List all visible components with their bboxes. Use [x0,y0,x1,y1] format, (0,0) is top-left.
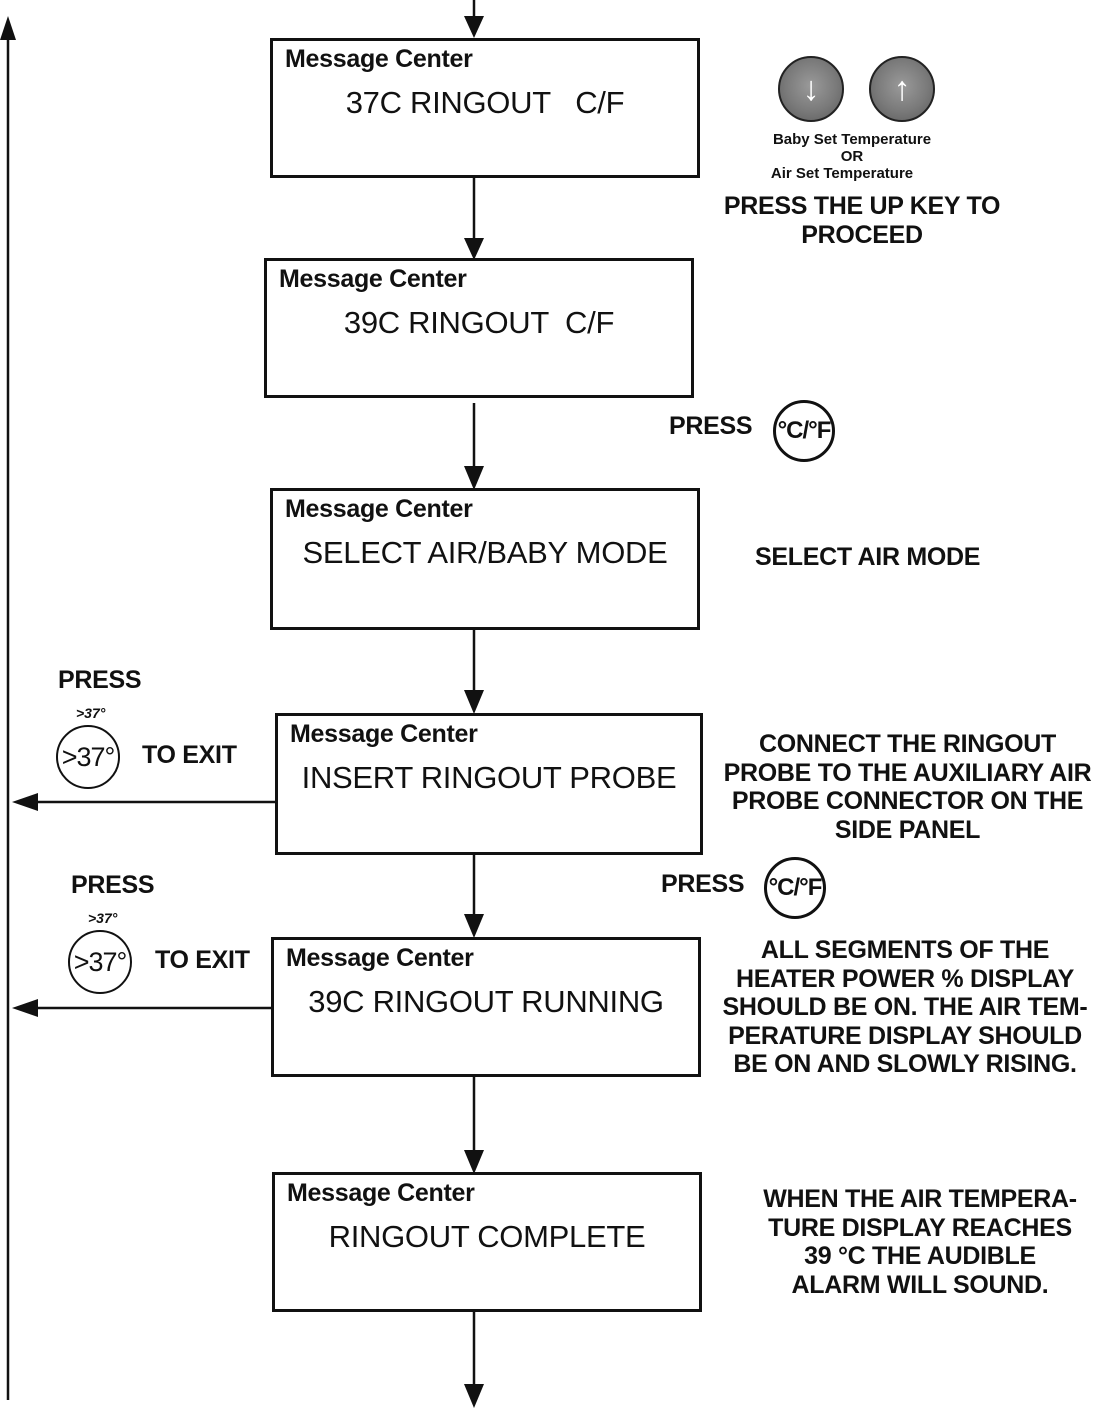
arrowhead-4-5 [464,914,484,938]
note-line: SIDE PANEL [834,815,981,844]
arrowhead-bottom [464,1384,484,1408]
message-center-header: Message Center [279,265,467,293]
note-line: PROBE TO THE AUXILIARY AIR [723,758,1092,787]
arrowhead-1-2 [464,238,484,260]
press-label: PRESS [669,412,753,440]
message-text: 39C RINGOUT C/F [343,305,615,340]
message-center-header: Message Center [287,1179,475,1207]
note-line: PRESS THE UP KEY TO [723,192,1001,220]
to-exit-label: TO EXIT [155,946,250,974]
exit-key-small-label: >37° [88,910,118,926]
to-exit-label: TO EXIT [142,741,237,769]
arrowhead-exit-1 [12,793,38,811]
note-line: BE ON AND SLOWLY RISING. [733,1050,1077,1078]
note-line: 39 °C THE AUDIBLE [804,1242,1036,1270]
note-line: HEATER POWER % DISPLAY [736,964,1074,993]
message-box-select-mode: Message Center SELECT AIR/BABY MODE [270,488,700,630]
message-center-header: Message Center [285,495,473,523]
key-caption-line: Baby Set Temperature [772,131,932,148]
arrowhead-return-up [0,16,16,40]
exit-37-key-icon: >37° [68,930,132,994]
note-line: WHEN THE AIR TEMPERA- [763,1185,1077,1213]
message-center-header: Message Center [286,944,474,972]
message-text: SELECT AIR/BABY MODE [302,535,668,570]
note-line: CONNECT THE RINGOUT [758,730,1057,758]
connect-probe-note: CONNECT THE RINGOUT PROBE TO THE AUXILIA… [705,730,1108,844]
message-center-header: Message Center [290,720,478,748]
message-center-header: Message Center [285,45,473,73]
exit-37-key-icon: >37° [56,725,120,789]
message-box-ringout-running: Message Center 39C RINGOUT RUNNING [271,937,701,1077]
exit-key-small-label: >37° [76,705,106,721]
press-label: PRESS [71,871,155,899]
message-box-37c-ringout: Message Center 37C RINGOUT C/F [270,38,700,178]
press-label: PRESS [58,666,142,694]
audible-alarm-note: WHEN THE AIR TEMPERA- TURE DISPLAY REACH… [735,1185,1105,1299]
message-box-39c-ringout: Message Center 39C RINGOUT C/F [264,258,694,398]
celsius-fahrenheit-key-icon: °C/°F [764,857,826,919]
proceed-note: PRESS THE UP KEY TO PROCEED [702,192,1022,249]
message-text: 37C RINGOUT C/F [345,85,625,120]
note-line: PROCEED [801,220,923,249]
message-box-insert-probe: Message Center INSERT RINGOUT PROBE [275,713,703,855]
note-line: ALL SEGMENTS OF THE [760,936,1050,964]
press-label: PRESS [661,870,745,898]
message-text: INSERT RINGOUT PROBE [301,760,677,795]
note-line: SHOULD BE ON. THE AIR TEM- [722,993,1088,1021]
note-line: PERATURE DISPLAY SHOULD [728,1021,1082,1050]
note-line: PROBE CONNECTOR ON THE [731,787,1084,815]
arrowhead-5-6 [464,1150,484,1174]
message-text: RINGOUT COMPLETE [328,1219,646,1254]
arrowhead-2-3 [464,466,484,490]
arrowhead-3-4 [464,690,484,714]
heater-segments-note: ALL SEGMENTS OF THE HEATER POWER % DISPL… [705,936,1105,1079]
note-line: TURE DISPLAY REACHES [768,1213,1072,1242]
key-caption: Baby Set Temperature OR Air Set Temperat… [752,131,952,182]
arrowhead-exit-2 [12,999,38,1017]
key-caption-line: Air Set Temperature [770,165,914,182]
select-air-mode-note: SELECT AIR MODE [755,543,981,571]
key-caption-line: OR [840,148,864,165]
down-arrow-key-icon: ↓ [778,56,844,122]
up-arrow-key-icon: ↑ [869,56,935,122]
celsius-fahrenheit-key-icon: °C/°F [773,400,835,462]
note-line: ALARM WILL SOUND. [791,1270,1049,1299]
message-box-ringout-complete: Message Center RINGOUT COMPLETE [272,1172,702,1312]
arrowhead-top [464,16,484,38]
message-text: 39C RINGOUT RUNNING [308,984,664,1019]
